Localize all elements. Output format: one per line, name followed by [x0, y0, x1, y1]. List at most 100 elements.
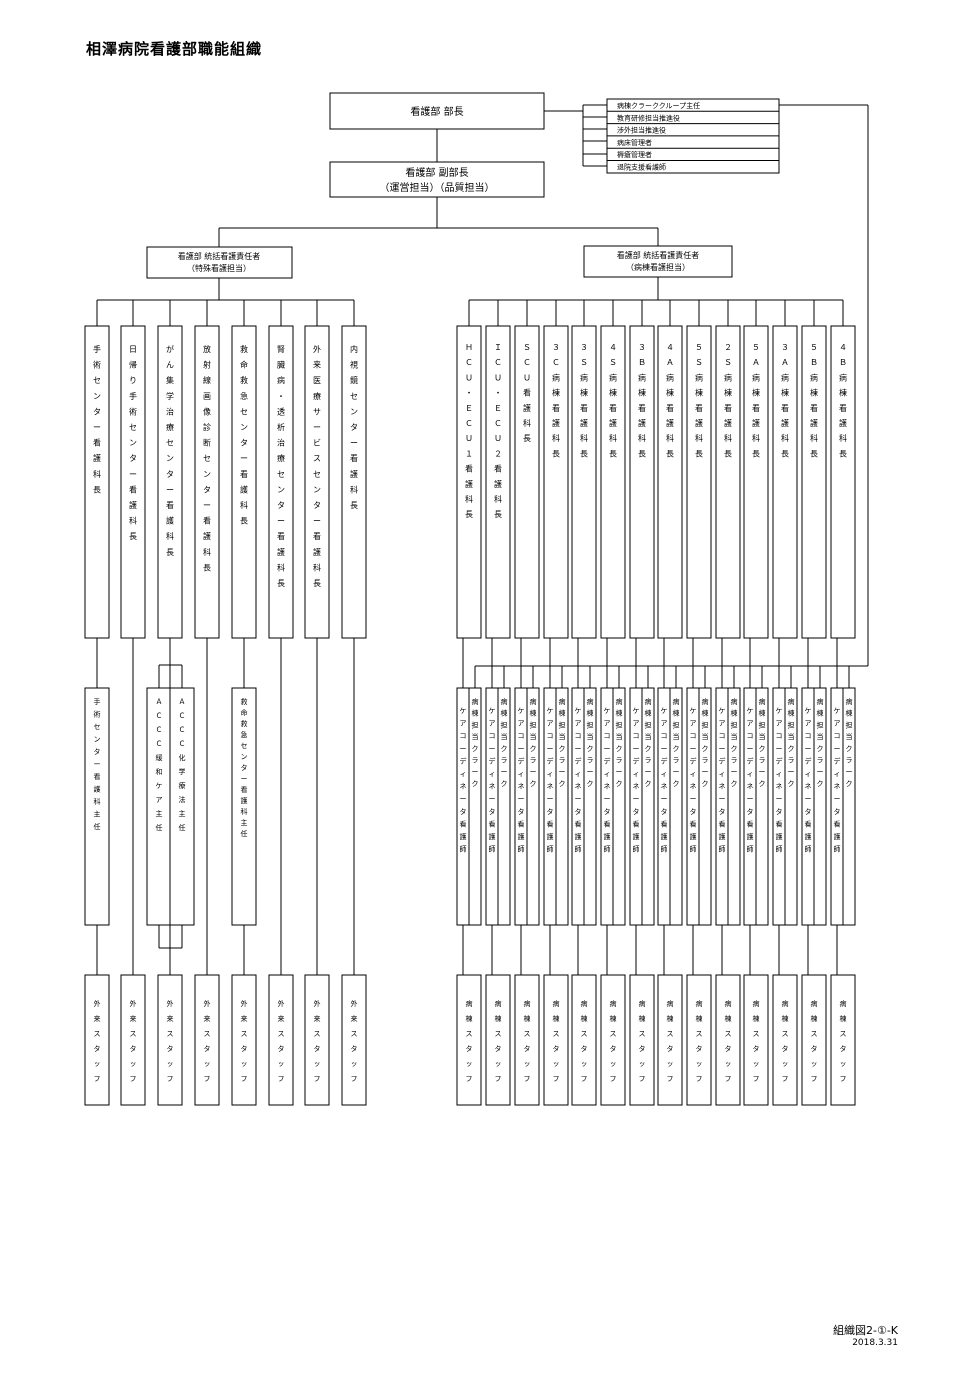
glyph: ィ — [633, 770, 640, 778]
glyph: タ — [241, 763, 248, 772]
glyph: タ — [553, 1044, 560, 1053]
glyph: セ — [277, 470, 285, 479]
glyph: 病 — [810, 372, 818, 382]
glyph: タ — [314, 1044, 321, 1053]
glyph: ー — [240, 454, 248, 463]
left-staff-box — [341, 974, 367, 1106]
glyph: ３ — [638, 343, 646, 352]
glyph: コ — [460, 732, 467, 740]
glyph: ス — [811, 1030, 818, 1038]
glyph: 護 — [94, 785, 101, 794]
glyph: 看 — [724, 404, 732, 413]
glyph: 外 — [167, 999, 174, 1008]
glyph: ア — [518, 720, 525, 728]
glyph: 当 — [731, 732, 738, 741]
glyph: Ａ — [156, 698, 163, 706]
glyph: フ — [351, 1075, 358, 1083]
glyph: 護 — [518, 832, 525, 841]
glyph: ッ — [94, 1060, 101, 1068]
glyph: ク — [645, 780, 652, 788]
glyph: 任 — [241, 829, 248, 838]
glyph: ラ — [817, 757, 824, 765]
glyph: 命 — [241, 708, 248, 717]
glyph: デ — [805, 756, 812, 765]
glyph: 病 — [610, 999, 617, 1008]
glyph: ケ — [747, 707, 754, 715]
glyph: Ｃ — [552, 358, 560, 367]
glyph: 護 — [575, 832, 582, 841]
glyph: ー — [604, 795, 611, 803]
glyph: Ｉ — [494, 343, 502, 352]
glyph: ー — [518, 795, 525, 803]
glyph: 病 — [839, 372, 847, 382]
glyph: 棟 — [553, 1014, 560, 1023]
glyph: ス — [314, 1030, 321, 1038]
glyph: 科 — [724, 433, 732, 443]
glyph: 当 — [817, 732, 824, 741]
glyph: タ — [350, 423, 358, 432]
glyph: 担 — [530, 720, 537, 729]
glyph: タ — [167, 1044, 174, 1053]
right-staff-box — [514, 974, 540, 1106]
glyph: 護 — [839, 418, 847, 428]
glyph: 師 — [690, 845, 697, 854]
glyph: ク — [616, 780, 623, 788]
glyph: 病 — [472, 697, 479, 706]
right-staff-box — [571, 974, 597, 1106]
glyph: 護 — [489, 832, 496, 841]
right-staff-box — [715, 974, 741, 1106]
glyph: ィ — [805, 770, 812, 778]
glyph: タ — [753, 1044, 760, 1053]
glyph: ケ — [518, 707, 525, 715]
glyph: ィ — [834, 770, 841, 778]
glyph: 護 — [604, 832, 611, 841]
right-staff-box — [801, 974, 827, 1106]
glyph: 看 — [460, 820, 467, 828]
glyph: 護 — [580, 418, 588, 428]
glyph: ん — [166, 361, 174, 370]
glyph: ス — [495, 1030, 502, 1038]
glyph: 棟 — [839, 388, 847, 398]
glyph: Ｓ — [523, 343, 531, 352]
glyph: タ — [278, 1044, 285, 1053]
glyph: 棟 — [696, 1014, 703, 1023]
glyph: 病 — [530, 697, 537, 706]
glyph: 看 — [494, 465, 502, 474]
glyph: 長 — [552, 449, 560, 458]
glyph: タ — [639, 1044, 646, 1053]
glyph: 護 — [277, 547, 285, 557]
glyph: ネ — [604, 783, 611, 791]
glyph: ケ — [805, 707, 812, 715]
right-unit-box — [772, 325, 798, 639]
glyph: タ — [581, 1044, 588, 1053]
glyph: ー — [460, 795, 467, 803]
glyph: 病 — [609, 372, 617, 382]
glyph: ク — [472, 745, 479, 753]
glyph: 任 — [179, 823, 186, 832]
glyph: ア — [690, 720, 697, 728]
glyph: 護 — [203, 531, 211, 541]
glyph: 看 — [313, 532, 321, 541]
glyph: ア — [156, 796, 163, 804]
glyph: 病 — [466, 999, 473, 1008]
right-unit-box — [514, 325, 540, 639]
glyph: 棟 — [846, 709, 853, 718]
glyph: ー — [518, 745, 525, 753]
glyph: 当 — [759, 732, 766, 741]
glyph: ・ — [465, 389, 473, 398]
glyph: Ｓ — [724, 358, 732, 367]
glyph: ー — [203, 501, 211, 510]
glyph: 師 — [518, 845, 525, 854]
glyph: ク — [673, 780, 680, 788]
glyph: 外 — [351, 999, 358, 1008]
glyph: ー — [747, 745, 754, 753]
